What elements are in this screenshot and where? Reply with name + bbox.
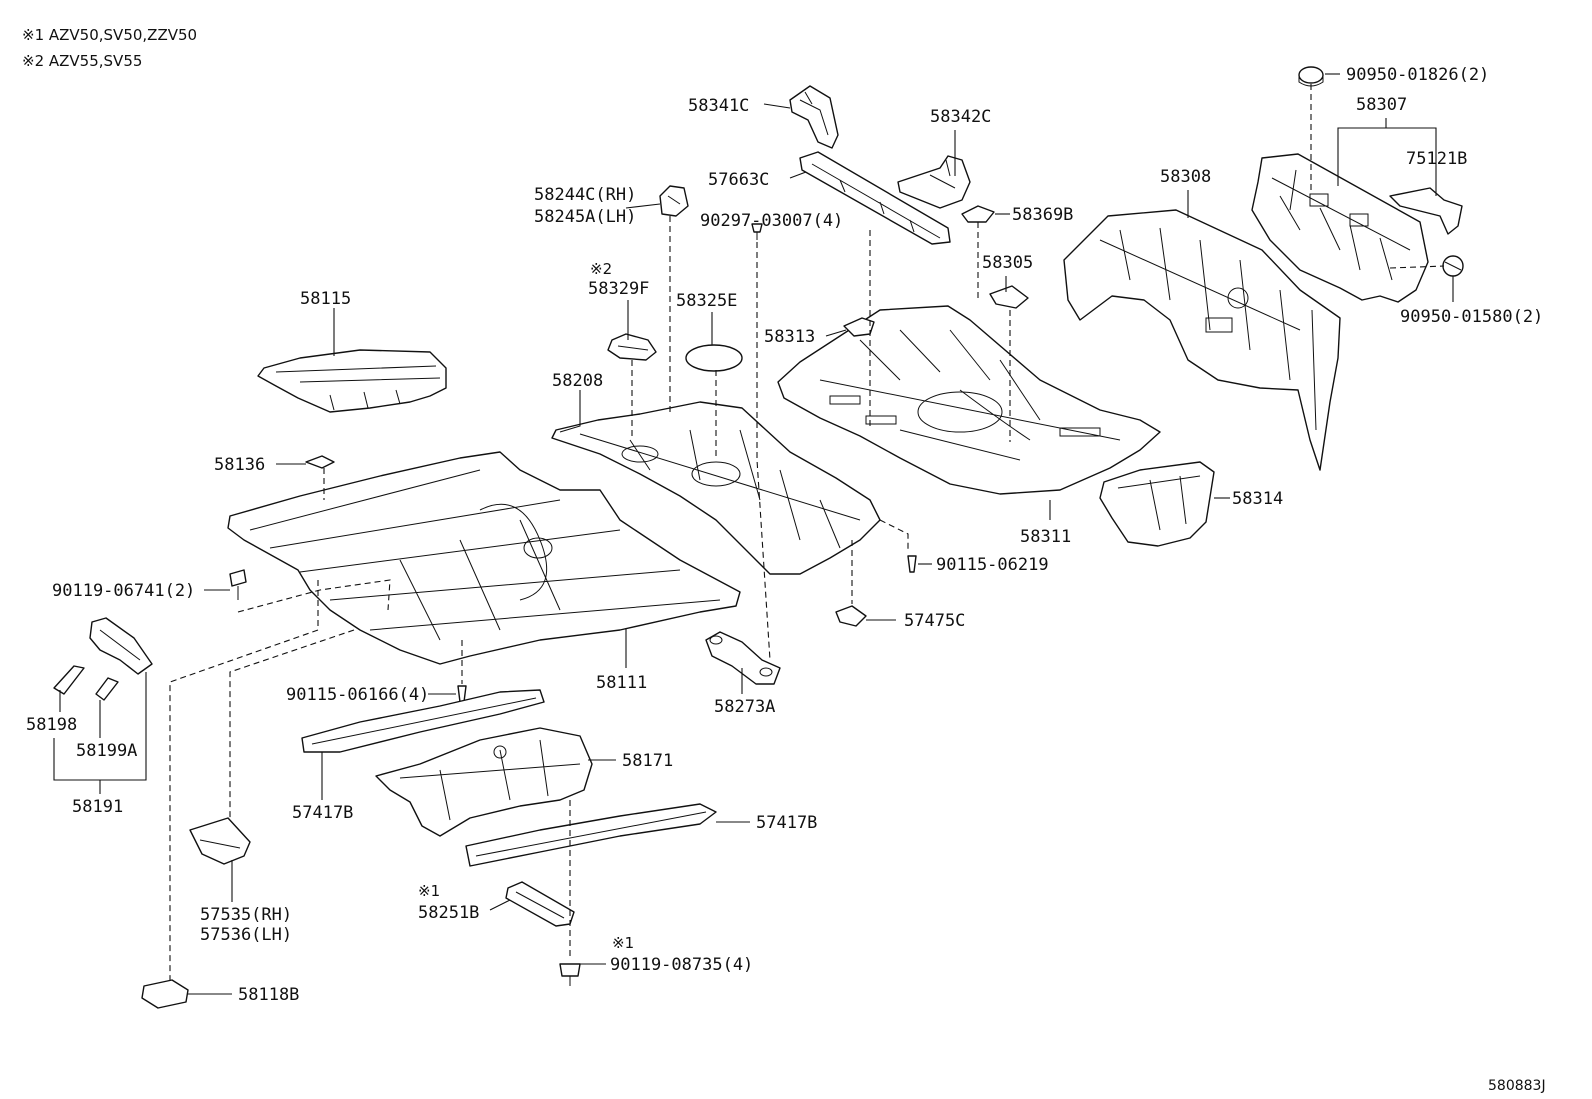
label-58251b: 58251B [418,903,479,923]
label-90119-06741: 90119-06741(2) [52,581,195,601]
part-58136-shape[interactable] [305,455,335,469]
part-90119-08735-shape[interactable] [559,963,581,986]
part-57663c-shape[interactable] [799,151,951,245]
part-90950-01580-shape[interactable] [1442,255,1464,277]
label-58313: 58313 [764,327,815,347]
label-57417b-right: 57417B [756,813,817,833]
label-90950-01826: 90950-01826(2) [1346,65,1489,85]
part-58199a-shape[interactable] [95,677,119,701]
part-58341c-shape[interactable] [789,85,839,149]
part-57417b-left-shape[interactable] [301,689,545,753]
label-58198: 58198 [26,715,77,735]
part-57475c-shape[interactable] [835,605,867,627]
label-58208: 58208 [552,371,603,391]
part-57417b-right-shape[interactable] [465,803,717,867]
label-58171: 58171 [622,751,673,771]
leader-lines [53,73,1454,995]
label-58136: 58136 [214,455,265,475]
label-58244c-rh: 58244C(RH) [534,185,636,205]
part-58311-shape[interactable] [777,305,1161,495]
part-58305-shape[interactable] [989,285,1029,309]
label-58273a: 58273A [714,697,775,717]
label-58305: 58305 [982,253,1033,273]
part-58251b-shape[interactable] [505,881,575,927]
label-90115-06219: 90115-06219 [936,555,1049,575]
part-75121b-shape[interactable] [1389,187,1463,235]
part-57535-shape[interactable] [189,817,251,865]
reference-code: 580883J [1488,1078,1546,1094]
label-57417b-left: 57417B [292,803,353,823]
label-57536-lh: 57536(LH) [200,925,292,945]
label-58329f: 58329F [588,279,649,299]
label-58307: 58307 [1356,95,1407,115]
note-58329f: ※2 [590,260,612,278]
label-58111: 58111 [596,673,647,693]
part-58115-shape[interactable] [257,349,447,413]
label-57663c: 57663C [708,170,769,190]
note-1: ※1 AZV50,SV50,ZZV50 [22,26,197,44]
part-90115-06219-shape[interactable] [907,555,917,573]
part-58329f-shape[interactable] [607,333,657,361]
label-75121b: 75121B [1406,149,1467,169]
label-58341c: 58341C [688,96,749,116]
note-58251b: ※1 [418,882,440,900]
part-58208-shape[interactable] [551,401,881,575]
part-58118b-shape[interactable] [141,979,189,1009]
label-90115-06166: 90115-06166(4) [286,685,429,705]
label-58199a: 58199A [76,741,137,761]
note-2: ※2 AZV55,SV55 [22,52,142,70]
label-90950-01580: 90950-01580(2) [1400,307,1543,327]
part-58111-shape[interactable] [227,451,741,665]
label-57535-rh: 57535(RH) [200,905,292,925]
part-58171-shape[interactable] [375,727,593,837]
assembly-lines [169,84,1445,980]
label-90119-08735: 90119-08735(4) [610,955,753,975]
label-58245a-lh: 58245A(LH) [534,207,636,227]
note-90119-08735: ※1 [612,934,634,952]
label-58118b: 58118B [238,985,299,1005]
label-58308: 58308 [1160,167,1211,187]
part-58198-shape[interactable] [53,665,85,695]
part-58369b-shape[interactable] [961,205,995,223]
label-58325e: 58325E [676,291,737,311]
part-58244c-shape[interactable] [659,185,689,217]
label-58191: 58191 [72,797,123,817]
part-58308-shape[interactable] [1063,209,1341,471]
part-58313-shape[interactable] [843,317,875,337]
label-58311: 58311 [1020,527,1071,547]
part-58314-shape[interactable] [1099,461,1215,547]
label-58342c: 58342C [930,107,991,127]
part-58342c-shape[interactable] [897,155,971,209]
label-57475c: 57475C [904,611,965,631]
part-58191-shape[interactable] [89,617,153,675]
label-58314: 58314 [1232,489,1283,509]
label-58369b: 58369B [1012,205,1073,225]
part-58307-shape[interactable] [1251,153,1429,303]
part-58273a-shape[interactable] [705,631,781,685]
label-58115: 58115 [300,289,351,309]
part-58325e-shape[interactable] [685,344,743,372]
part-90119-06741-shape[interactable] [229,569,247,600]
part-90297-shape[interactable] [751,223,763,240]
label-90297-03007: 90297-03007(4) [700,211,843,231]
part-90950-01826-shape[interactable] [1298,66,1324,87]
